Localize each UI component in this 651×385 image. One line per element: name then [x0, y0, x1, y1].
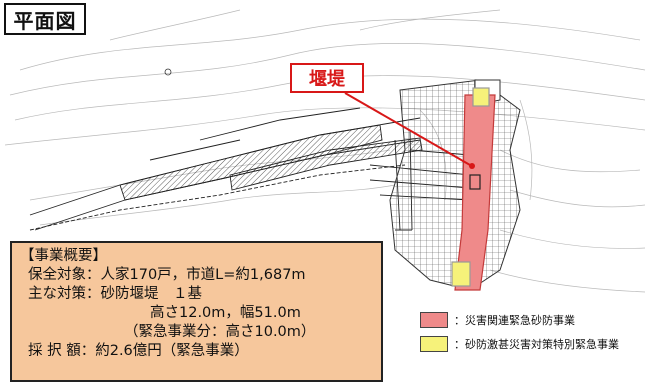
- dam-callout-label: 堰堤: [290, 63, 364, 93]
- dam-body: [451, 87, 496, 291]
- legend-label: ：災害関連緊急砂防事業: [454, 314, 575, 327]
- dam-end-bottom: [451, 261, 471, 287]
- map-legend: ：災害関連緊急砂防事業 ：砂防激甚災害対策特別緊急事業: [420, 310, 650, 358]
- summary-protected: 保全対象：人家170戸，市道L=約1,687m: [28, 267, 306, 283]
- channel-embankment: [29, 107, 423, 231]
- summary-dimensions: 高さ12.0m，幅51.0m: [150, 305, 301, 321]
- legend-item-severe-disaster: ：砂防激甚災害対策特別緊急事業: [420, 334, 650, 354]
- map-labels: [164, 68, 172, 76]
- dam-end-top: [472, 87, 490, 107]
- project-summary-box: 【事業概要】保全対象：人家170戸，市道L=約1,687m 主な対策：砂防堰堤 １…: [10, 241, 383, 382]
- dam-site-area: [389, 79, 521, 291]
- summary-emergency: （緊急事業分：高さ10.0m）: [124, 324, 316, 340]
- legend-swatch-yellow: [420, 336, 448, 352]
- legend-label: ：砂防激甚災害対策特別緊急事業: [454, 338, 619, 351]
- summary-measures: 主な対策：砂防堰堤 １基: [28, 286, 202, 302]
- page-title: 平面図: [4, 3, 86, 35]
- legend-item-disaster-related: ：災害関連緊急砂防事業: [420, 310, 650, 330]
- summary-heading: 【事業概要】: [20, 248, 107, 264]
- callout-marker: [469, 163, 475, 169]
- legend-swatch-red: [420, 312, 448, 328]
- summary-budget: 採 択 額：約2.6億円（緊急事業）: [28, 343, 249, 359]
- callout-leader: [344, 92, 471, 166]
